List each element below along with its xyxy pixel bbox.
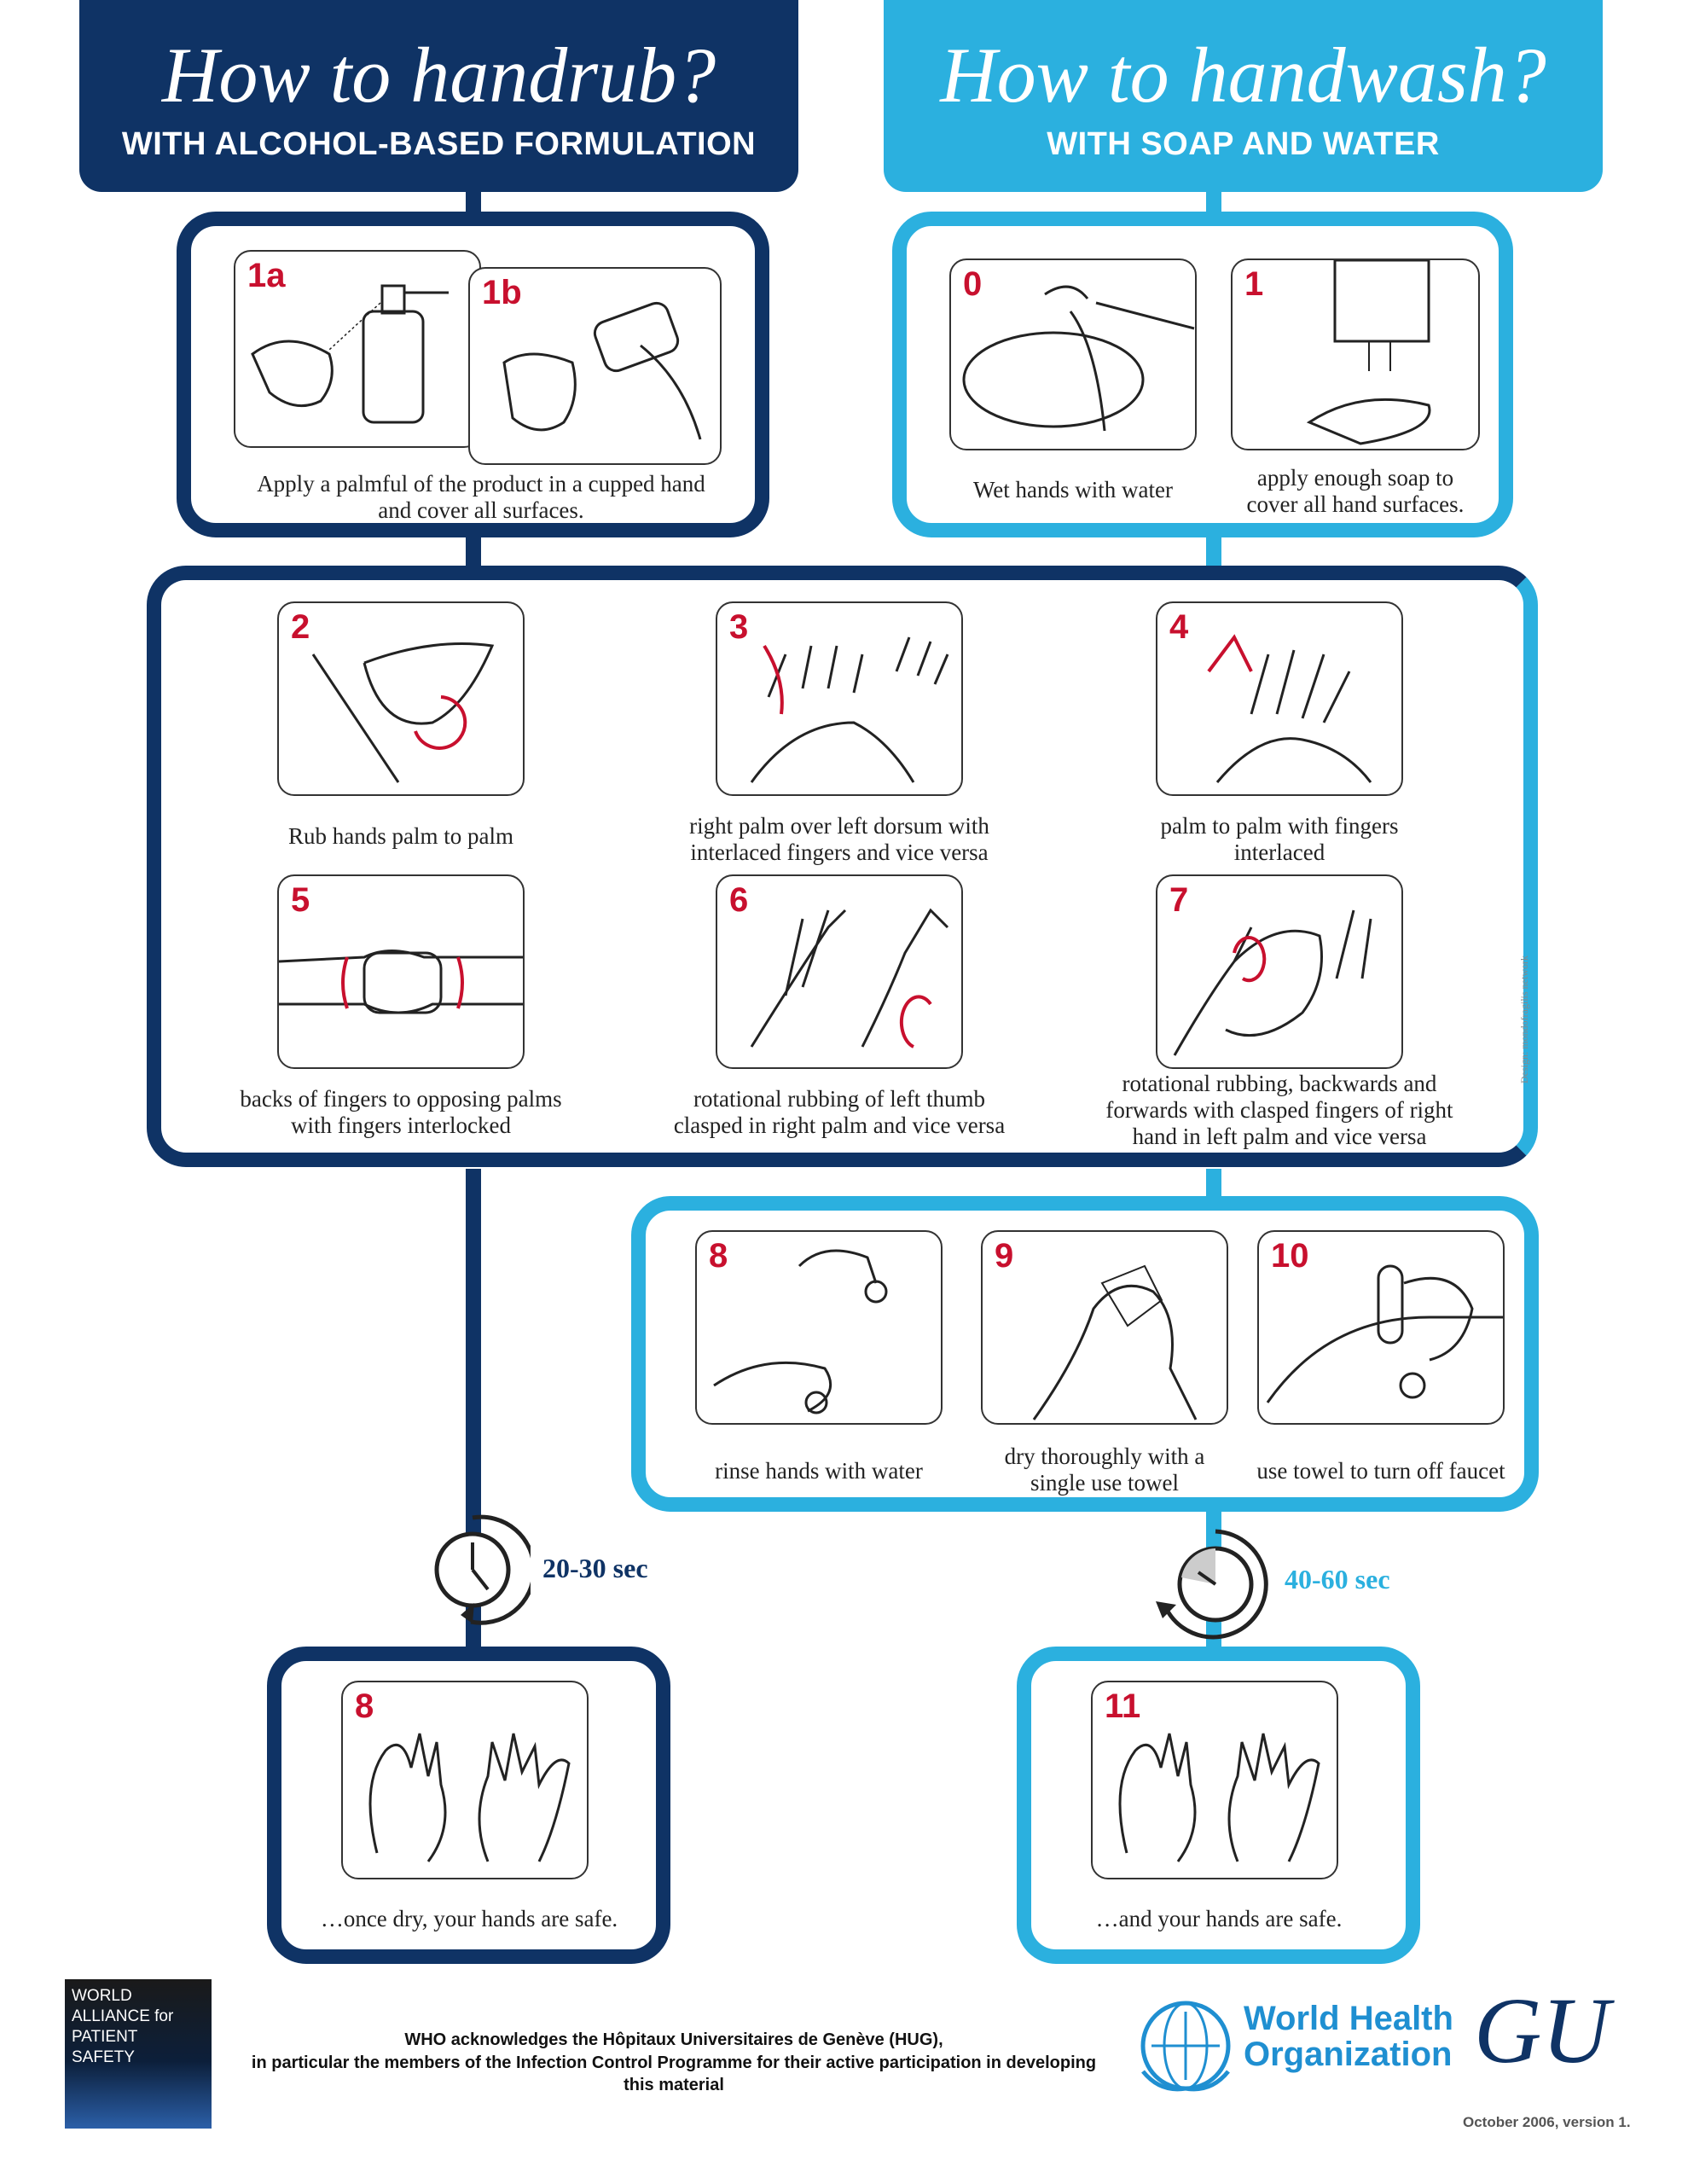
step-number: 1 [1244,265,1264,303]
clean-hands-illustration [1118,1733,1320,1862]
thumb-rub-illustration [750,908,949,1048]
who-emblem-icon [1140,2001,1231,2092]
step-5-caption: backs of fingers to opposing palms with … [240,1086,562,1138]
gu-logo: GU [1474,1978,1610,2082]
step-1a-card: 1a [234,250,481,448]
handrub-subtitle: WITH ALCOHOL-BASED FORMULATION [121,126,757,162]
handrub-final-frame: 8 …once dry, your hands are safe. [267,1647,670,1964]
step-2-caption: Rub hands palm to palm [288,823,513,849]
step-number: 8 [709,1237,728,1275]
sink-illustration [962,285,1195,432]
step-0-card: 0 [949,258,1197,450]
handwash-final-caption: …and your hands are safe. [1095,1906,1343,1931]
palm-to-palm-illustration [311,642,495,783]
design-credit: Design: mondofragilis network [1518,956,1530,1083]
common-steps-frame: 2 Rub hands palm to palm 3 right palm ov… [147,566,1538,1167]
handrub-title: How to handrub? [161,32,716,119]
acknowledgement-line-2: in particular the members of the Infecti… [251,2053,1097,2094]
step-7-card: 7 [1156,874,1403,1069]
step-number: 8 [355,1687,374,1725]
acknowledgement-line-1: WHO acknowledges the Hôpitaux Universita… [404,2030,943,2049]
step-1-caption: apply enough soap to cover all hand surf… [1246,465,1465,517]
step-number: 6 [729,881,749,919]
fingers-interlaced-illustration [1207,634,1372,783]
step-number: 2 [291,608,310,646]
handwash-final-frame: 11 …and your hands are safe. [1017,1647,1420,1964]
step-2-card: 2 [277,601,525,796]
step-3-caption: right palm over left dorsum with interla… [689,813,989,865]
who-logo-line-2: Organization [1244,2036,1453,2073]
who-logo-line-1: World Health [1244,2000,1453,2037]
step-8-dry-card: 8 [341,1681,589,1879]
step-number: 9 [995,1237,1014,1275]
step-10-card: 10 [1257,1230,1505,1425]
towel-dry-illustration [1032,1264,1198,1420]
step-7-caption: rotational rubbing, backwards and forwar… [1105,1071,1453,1149]
turn-off-faucet-illustration [1266,1264,1503,1403]
fingertip-rub-illustration [1173,909,1372,1056]
rinse-illustration [713,1249,888,1414]
soap-dispenser-illustration [1306,260,1431,445]
handwash-subtitle: WITH SOAP AND WATER [1047,126,1440,162]
world-alliance-logo: WORLD ALLIANCE for PATIENT SAFETY [65,1979,212,2129]
world-alliance-logo-text: WORLD ALLIANCE for PATIENT SAFETY [72,1987,174,2066]
step-5-card: 5 [277,874,525,1069]
step-number: 7 [1169,881,1189,919]
version-note: October 2006, version 1. [1463,2114,1631,2130]
step-number: 0 [963,265,983,303]
handwash-duration: 40-60 sec [1285,1564,1390,1594]
step-number: 11 [1105,1687,1141,1725]
handrub-duration: 20-30 sec [542,1553,648,1583]
step-4-caption: palm to palm with fingers interlaced [1160,813,1399,865]
step-8-rinse-card: 8 [695,1230,943,1425]
handrub-timer-icon [434,1514,531,1625]
step-0-caption: Wet hands with water [972,477,1173,502]
handrub-final-caption: …once dry, your hands are safe. [320,1906,618,1931]
handwash-title: How to handwash? [940,32,1546,119]
apply-product-illustration [251,284,449,424]
handwash-finish-frame: 8 rinse hands with water 9 dry thoroughl… [631,1196,1539,1512]
handrub-header: How to handrub? WITH ALCOHOL-BASED FORMU… [79,0,798,192]
step-number: 3 [729,608,749,646]
handwash-timer-icon [1156,1529,1268,1640]
step-8-rinse-caption: rinse hands with water [715,1458,923,1484]
step-number: 5 [291,881,310,919]
step-10-caption: use towel to turn off faucet [1256,1458,1505,1484]
handrub-start-frame: 1a 1b Apply a palmful of the product in … [177,212,769,537]
step-6-card: 6 [716,874,963,1069]
step-1-caption: Apply a palmful of the product in a cupp… [257,471,705,523]
step-number: 10 [1271,1237,1309,1275]
step-9-caption: dry thoroughly with a single use towel [1004,1443,1205,1496]
step-number: 1a [247,257,286,294]
step-3-card: 3 [716,601,963,796]
clean-hands-illustration [368,1733,571,1862]
backs-of-fingers-illustration [279,950,523,1014]
handwash-start-frame: 0 1 Wet hands with water apply enough so… [892,212,1513,537]
step-1b-card: 1b [468,267,722,465]
palm-over-dorsum-illustration [750,636,949,783]
step-6-caption: rotational rubbing of left thumb clasped… [673,1086,1006,1138]
step-4-card: 4 [1156,601,1403,796]
handwash-header: How to handwash? WITH SOAP AND WATER [884,0,1603,192]
step-11-card: 11 [1091,1681,1338,1879]
step-number: 4 [1169,608,1189,646]
step-number: 1b [482,274,522,311]
step-1-card: 1 [1231,258,1480,450]
step-9-card: 9 [981,1230,1228,1425]
cupped-hand-illustration [502,301,702,440]
